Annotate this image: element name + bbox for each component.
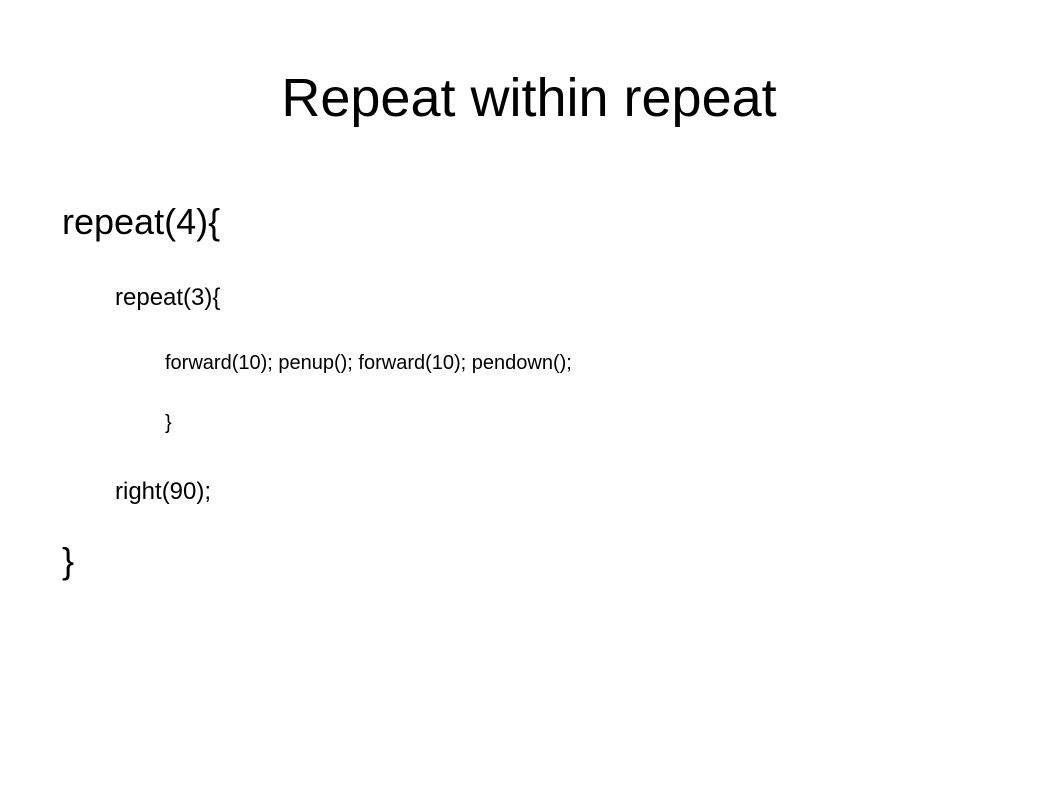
code-line-right-turn: right(90);	[115, 478, 212, 505]
code-line-outer-close-brace: }	[62, 540, 75, 581]
code-line-inner-body: forward(10); penup(); forward(10); pendo…	[165, 352, 572, 374]
code-line-outer-repeat: repeat(4){	[62, 201, 221, 242]
code-line-inner-repeat: repeat(3){	[115, 284, 221, 311]
code-line-inner-close-brace: }	[165, 412, 172, 434]
slide-title: Repeat within repeat	[281, 68, 777, 128]
